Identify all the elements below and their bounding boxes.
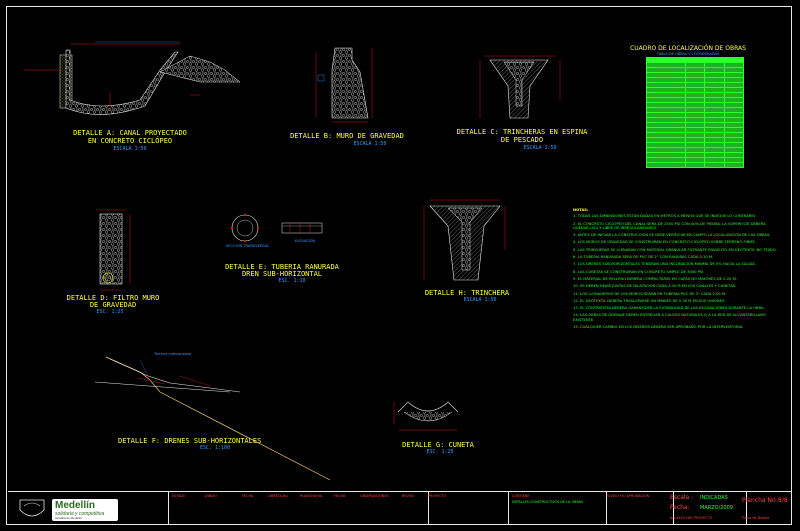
note-item: 6. LA TUBERIA RANURADA SERA DE PVC DE 2"… (573, 255, 714, 260)
title-block (8, 491, 791, 525)
detail-f-drawing (94, 356, 331, 481)
location-table-row (646, 157, 745, 163)
detail-h-drawing (423, 199, 506, 281)
tb-header-reviso: REVISO (402, 494, 415, 498)
tb-header-fecha: FECHA (242, 494, 254, 498)
note-item: 7. LOS DRENES SUB-HORIZONTALES TENDRAN U… (573, 262, 756, 267)
tb-header-dibujo: DIBUJO (205, 494, 218, 498)
location-table (646, 57, 745, 168)
tb-designer-label: Plano de Diseño (742, 516, 770, 520)
detail-c-drawing (479, 55, 561, 119)
detail-b-title: DETALLE B: MURO DE GRAVEDAD (290, 132, 404, 140)
location-table-cell (646, 162, 686, 168)
detail-f-title: DETALLE F: DRENES SUB-HORIZONTALES (118, 437, 262, 445)
detail-e-title-line2: DREN SUB-HORIZONTAL (241, 270, 323, 278)
tb-header-estado: ESTADO (172, 494, 186, 498)
detail-b-scale: ESCALA 1:50 (353, 141, 387, 147)
tb-header-libreta: LIBRETA No. (268, 494, 289, 498)
detail-d-title: DETALLE D: FILTRO MURO (66, 294, 160, 302)
tb-approved-label: REVISO Y/O APROBACIÓN (606, 494, 650, 498)
location-table-cell (704, 162, 725, 168)
detail-g-drawing (393, 401, 459, 431)
detail-c-title-line2: DE PESCADO (500, 136, 544, 144)
tb-fecha-label: Fecha: (670, 504, 690, 511)
location-table-cell (723, 162, 745, 168)
tb-plancha-value: 8/8 (778, 497, 788, 504)
detail-d-drawing (96, 209, 131, 291)
detail-h-scale: ESCALA 1:50 (463, 297, 497, 303)
location-table-row (646, 127, 745, 133)
detail-e-section-label: SECCION TRANSVERSAL (226, 244, 270, 248)
note-item: 13. EL CONTRATISTA DEBERA GARANTIZAR LA … (573, 306, 765, 311)
tb-fecha-value: MARZO/2009 (700, 505, 733, 511)
note-item: 3. ANTES DE INICIAR LA CONSTRUCCION SE D… (573, 233, 771, 238)
detail-c-title: DETALLE C: TRINCHERAS EN ESPINA (456, 128, 588, 136)
note-item: 10. SE DEBEN DEJAR JUNTAS DE DILATACION … (573, 284, 737, 289)
location-table-row (646, 162, 745, 168)
detail-g-title: DETALLE G: CUNETA (402, 441, 474, 449)
location-table-row (646, 67, 745, 73)
detail-a-scale: ESCALA 1:50 (113, 146, 147, 152)
sheet-border (6, 6, 792, 525)
location-table-row (646, 107, 745, 113)
location-table-cell (684, 162, 706, 168)
location-table-title: CUADRO DE LOCALIZACIÓN DE OBRAS (630, 45, 746, 52)
note-item: 14. LAS OBRAS DE DRENAJE DEBEN ENTREGAR … (573, 313, 766, 322)
detail-b-drawing (315, 47, 373, 123)
detail-h-title: DETALLE H: TRINCHERA (424, 289, 510, 297)
note-item: 8. LAS CUNETAS SE CONSTRUIRAN EN CONCRET… (573, 269, 705, 274)
detail-d-scale: ESC. 1:25 (96, 309, 124, 315)
tb-header-fecha2: FECHA (334, 494, 346, 498)
note-item: 1. TODAS LAS DIMENSIONES ESTAN DADAS EN … (573, 214, 757, 219)
detail-f-scale: ESC. 1:100 (199, 445, 231, 451)
detail-f-callout: Terreno meteorizado (154, 352, 192, 356)
tb-header-observaciones: OBSERVACIONES (360, 494, 389, 498)
detail-a-drawing (24, 41, 241, 115)
detail-e-scale: ESC. 1:10 (278, 278, 306, 284)
tb-file-label: ARCHIVO DEL PROYECTO (670, 516, 713, 520)
detail-e-title: DETALLE E: TUBERIA RANURADA (225, 263, 339, 271)
note-item: 15. CUALQUIER CAMBIO EN LOS DISEÑOS DEBE… (573, 325, 744, 330)
construction-notes: NOTAS: 1. TODAS LAS DIMENSIONES ESTAN DA… (573, 208, 778, 332)
tb-escala-value: INDICADAS (700, 495, 728, 501)
detail-e-drawing (231, 214, 323, 242)
notes-heading: NOTAS: (573, 208, 589, 212)
note-item: 4. LOS MUROS DE GRAVEDAD SE CONSTRUIRAN … (573, 240, 756, 245)
detail-d-title-line2: DE GRAVEDAD (89, 301, 137, 309)
note-item: 11. LOS LLORADEROS DE LOS MUROS SERAN EN… (573, 291, 727, 296)
note-item: 5. LAS TRINCHERAS SE LLENARAN CON MATERI… (573, 247, 777, 252)
detail-e-elevation-label: ELEVACION (294, 239, 316, 243)
tb-contents-label: CONTIENE (512, 494, 530, 498)
note-item: 2. EL CONCRETO CICLOPEO DEL CANAL SERA D… (573, 221, 766, 230)
city-seal-logo (19, 499, 45, 517)
tb-project-label: PROYECTO (428, 494, 447, 498)
detail-g-scale: ESC. 1:20 (426, 449, 454, 455)
location-table-subtitle: TABLA DE OBRAS Y COORDENADAS (656, 52, 720, 56)
location-table-row (646, 152, 745, 158)
note-item: 12. EL GEOTEXTIL DEBERA TRASLAPARSE UN M… (573, 298, 726, 303)
tb-header-plancha: PLANCHA No. (300, 494, 323, 498)
detail-c-scale: ESCALA 1:50 (523, 145, 557, 151)
detail-a-title-line2: EN CONCRETO CICLÓPEO (87, 137, 173, 145)
tb-plancha-label: Plancha No. (742, 497, 778, 504)
note-item: 9. EL MATERIAL DE RELLENO DEBERA COMPACT… (573, 276, 737, 281)
medellin-logo: Medellín solidaria y competitiva Alcaldí… (52, 499, 118, 521)
detail-a-title: DETALLE A: CANAL PROYECTADO (73, 129, 187, 137)
tb-escala-label: Escala : (670, 494, 694, 501)
tb-contents-value: DETALLES CONSTRUCTIVOS DE LA OBRAS (512, 500, 584, 504)
